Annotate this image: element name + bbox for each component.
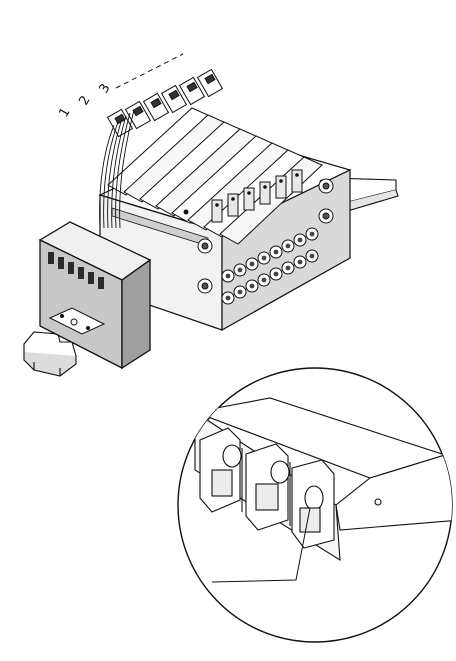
callout-station-1: 1: [56, 105, 73, 120]
detail-magnifier: [177, 367, 453, 643]
callout-station-2: 2: [76, 93, 93, 108]
callout-station-3: 3: [96, 81, 113, 96]
port-fittings: [197, 178, 334, 305]
connector-box: [38, 221, 152, 370]
callout-continuation-dashes: [115, 53, 184, 89]
wiring-harness: [99, 109, 135, 229]
valve-stack: [106, 68, 325, 245]
